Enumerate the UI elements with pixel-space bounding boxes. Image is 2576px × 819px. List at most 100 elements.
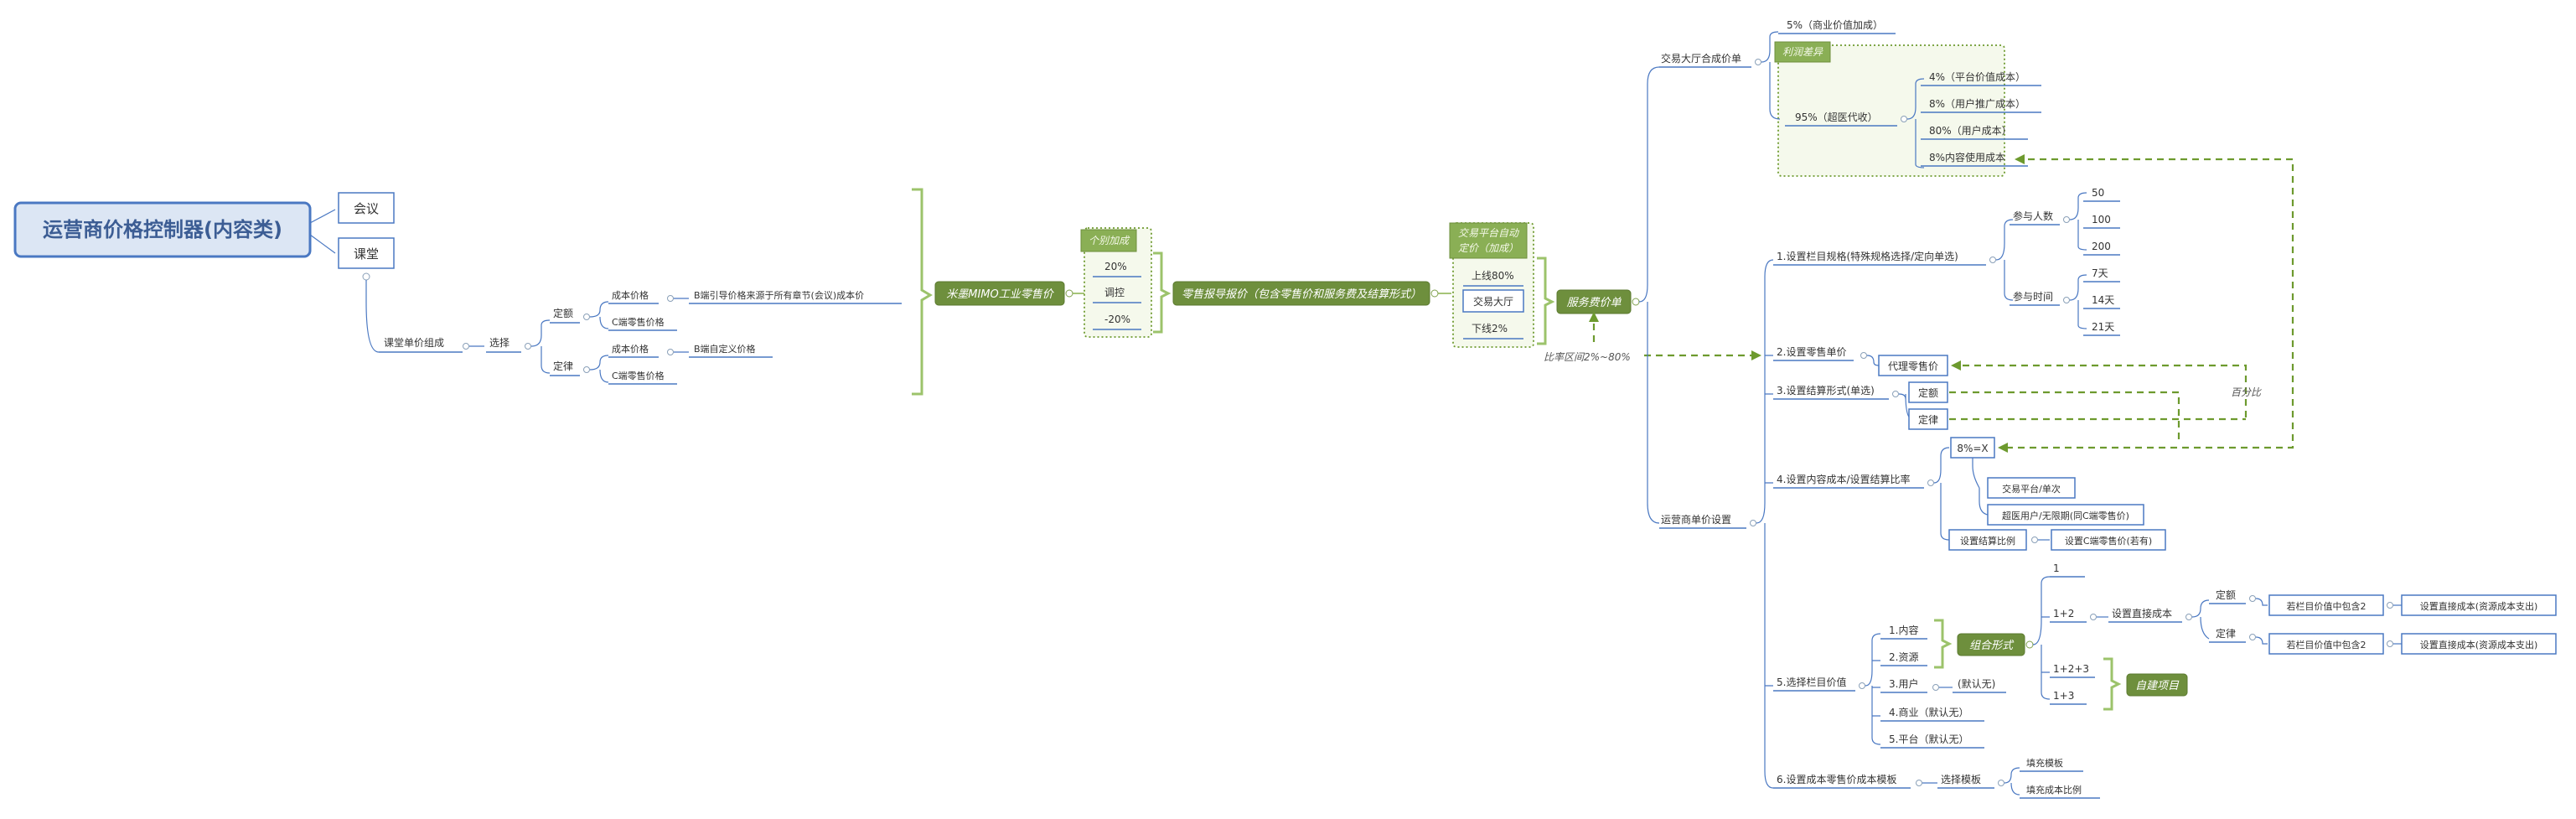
collapse-dot[interactable]	[1892, 391, 1899, 397]
direct-ratio-node[interactable]: 定律	[2209, 627, 2246, 643]
duration-14[interactable]: 14天	[2083, 294, 2120, 309]
hall-node[interactable]: 交易大厅合成价单	[1659, 52, 1751, 68]
value-platform[interactable]: 5.平台（默认无）	[1880, 733, 1984, 749]
duration-7[interactable]: 7天	[2083, 267, 2120, 283]
if-contains-2b-node[interactable]: 若栏目价值中包含2	[2268, 633, 2384, 655]
collapse-dot[interactable]	[667, 295, 674, 302]
cost-price2-node[interactable]: 成本价格	[608, 343, 659, 358]
adjust-minus20-node[interactable]: -20%	[1093, 314, 1141, 330]
collapse-dot[interactable]	[1859, 682, 1865, 689]
adjust-20-node[interactable]: 20%	[1093, 261, 1141, 277]
collapse-dot[interactable]	[2249, 595, 2256, 602]
participants-200[interactable]: 200	[2083, 241, 2120, 256]
upper-80-node[interactable]: 上线80%	[1463, 270, 1523, 287]
direct-fixed-node[interactable]: 定额	[2209, 588, 2246, 604]
value-user[interactable]: 3.用户	[1880, 677, 1927, 693]
meeting-node[interactable]: 会议	[338, 192, 395, 224]
s1-node[interactable]: 1.设置栏目规格(特殊规格选择/定向单选)	[1773, 250, 1986, 266]
collapse-dot[interactable]	[2185, 614, 2192, 620]
self-owned-node[interactable]: 自建项目	[2126, 673, 2188, 697]
combo-node[interactable]: 组合形式	[1957, 633, 2025, 656]
user-cost-node[interactable]: 80%（用户成本）	[1921, 124, 2028, 140]
collapse-dot[interactable]	[1932, 684, 1939, 691]
collapse-dot[interactable]	[1065, 289, 1073, 298]
collapse-dot[interactable]	[2025, 640, 2034, 649]
s3-node[interactable]: 3.设置结算形式(单选)	[1773, 384, 1889, 400]
collapse-dot[interactable]	[2387, 640, 2393, 647]
collapse-dot[interactable]	[1430, 289, 1439, 298]
select-template-node[interactable]: 选择模板	[1937, 774, 1994, 789]
c-retail-node[interactable]: C端零售价格	[608, 316, 677, 331]
content-cost-node[interactable]: 8%内容使用成本	[1921, 151, 2028, 167]
fill-template-node[interactable]: 填充模板	[2020, 757, 2083, 772]
collapse-dot[interactable]	[1755, 59, 1761, 65]
class-composition-node[interactable]: 课堂单价组成	[379, 337, 463, 353]
direct-cost-node[interactable]: 设置直接成本	[2108, 607, 2182, 623]
value-resource[interactable]: 2.资源	[1880, 651, 1927, 666]
s6-node[interactable]: 6.设置成本零售价成本模板	[1773, 773, 1911, 789]
duration-21[interactable]: 21天	[2083, 321, 2120, 336]
collapse-dot[interactable]	[1927, 479, 1934, 486]
participants-node[interactable]: 参与人数	[2010, 210, 2060, 225]
lower-2-node[interactable]: 下线2%	[1463, 323, 1523, 340]
class-ratio-node[interactable]: 定律	[550, 360, 580, 376]
set-direct-cost-b-node[interactable]: 设置直接成本(资源成本支出)	[2401, 633, 2557, 655]
value-commerce[interactable]: 4.商业（默认无）	[1880, 706, 1984, 722]
ninety-five-node[interactable]: 95%（超医代收）	[1785, 111, 1897, 127]
trade-hall-node[interactable]: 交易大厅	[1462, 289, 1524, 313]
value-content[interactable]: 1.内容	[1880, 624, 1927, 640]
s3-fixed-node[interactable]: 定额	[1908, 381, 1948, 403]
retail-quote-node[interactable]: 零售报导报价（包含零售价和服务费及结算形式）	[1172, 281, 1430, 306]
collapse-dot[interactable]	[2031, 536, 2038, 543]
s4-node[interactable]: 4.设置内容成本/设置结算比率	[1773, 473, 1924, 489]
settle-ratio-node[interactable]: 设置结算比例	[1948, 529, 2027, 551]
collapse-dot[interactable]	[1860, 352, 1867, 359]
s2-node[interactable]: 2.设置零售单价	[1773, 345, 1854, 361]
set-c-retail-node[interactable]: 设置C端零售价(若有)	[2051, 529, 2166, 551]
collapse-dot[interactable]	[2249, 634, 2256, 640]
collapse-dot[interactable]	[2063, 216, 2070, 223]
collapse-dot[interactable]	[525, 343, 531, 350]
collapse-dot[interactable]	[583, 366, 590, 373]
mimo-node[interactable]: 米墨MIMO工业零售价	[934, 281, 1065, 306]
collapse-dot[interactable]	[667, 349, 674, 355]
fill-ratio-node[interactable]: 填充成本比例	[2020, 784, 2100, 799]
cost-price-node[interactable]: 成本价格	[608, 289, 659, 304]
platform-cost-node[interactable]: 4%（平台价值成本）	[1921, 70, 2041, 86]
collapse-dot[interactable]	[1998, 780, 2004, 786]
c-retail2-node[interactable]: C端零售价格	[608, 370, 677, 385]
eight-x-node[interactable]: 8%=X	[1950, 437, 1995, 459]
service-fee-node[interactable]: 服务费价单	[1556, 289, 1632, 314]
class-fixed-node[interactable]: 定额	[550, 307, 580, 324]
set-direct-cost-node[interactable]: 设置直接成本(资源成本支出)	[2401, 594, 2557, 616]
super-user-node[interactable]: 超医用户/无限期(同C端零售价)	[1987, 504, 2144, 526]
combo-1-3[interactable]: 1+3	[2050, 690, 2087, 705]
collapse-dot[interactable]	[1989, 257, 1996, 263]
if-contains-2-node[interactable]: 若栏目价值中包含2	[2268, 594, 2384, 616]
combo-1[interactable]: 1	[2050, 562, 2085, 578]
collapse-dot[interactable]	[1632, 298, 1640, 306]
participants-50[interactable]: 50	[2083, 187, 2120, 202]
ops-node[interactable]: 运营商单价设置	[1659, 513, 1746, 529]
collapse-dot[interactable]	[1901, 116, 1907, 122]
combo-1-2-3[interactable]: 1+2+3	[2050, 663, 2095, 678]
collapse-dot[interactable]	[583, 314, 590, 320]
root-node[interactable]: 运营商价格控制器(内容类)	[13, 201, 312, 258]
per-trade-node[interactable]: 交易平台/单次	[1987, 477, 2076, 499]
promo-cost-node[interactable]: 8%（用户推广成本）	[1921, 97, 2041, 113]
agent-retail-node[interactable]: 代理零售价	[1878, 355, 1948, 376]
classroom-node[interactable]: 课堂	[338, 237, 395, 269]
combo-1-2[interactable]: 1+2	[2050, 608, 2087, 623]
select-node[interactable]: 选择	[486, 337, 521, 353]
participants-100[interactable]: 100	[2083, 214, 2120, 229]
collapse-dot[interactable]	[2387, 602, 2393, 609]
adjust-control-node[interactable]: 调控	[1093, 287, 1141, 303]
duration-node[interactable]: 参与时间	[2010, 290, 2060, 306]
collapse-dot[interactable]	[2090, 614, 2097, 620]
commercial-node[interactable]: 5%（商业价值加成）	[1778, 18, 1896, 34]
s5-node[interactable]: 5.选择栏目价值	[1773, 676, 1855, 692]
collapse-dot[interactable]	[463, 343, 469, 350]
collapse-dot[interactable]	[2063, 297, 2070, 303]
s3-ratio-node[interactable]: 定律	[1908, 408, 1948, 430]
collapse-dot[interactable]	[1750, 520, 1756, 526]
